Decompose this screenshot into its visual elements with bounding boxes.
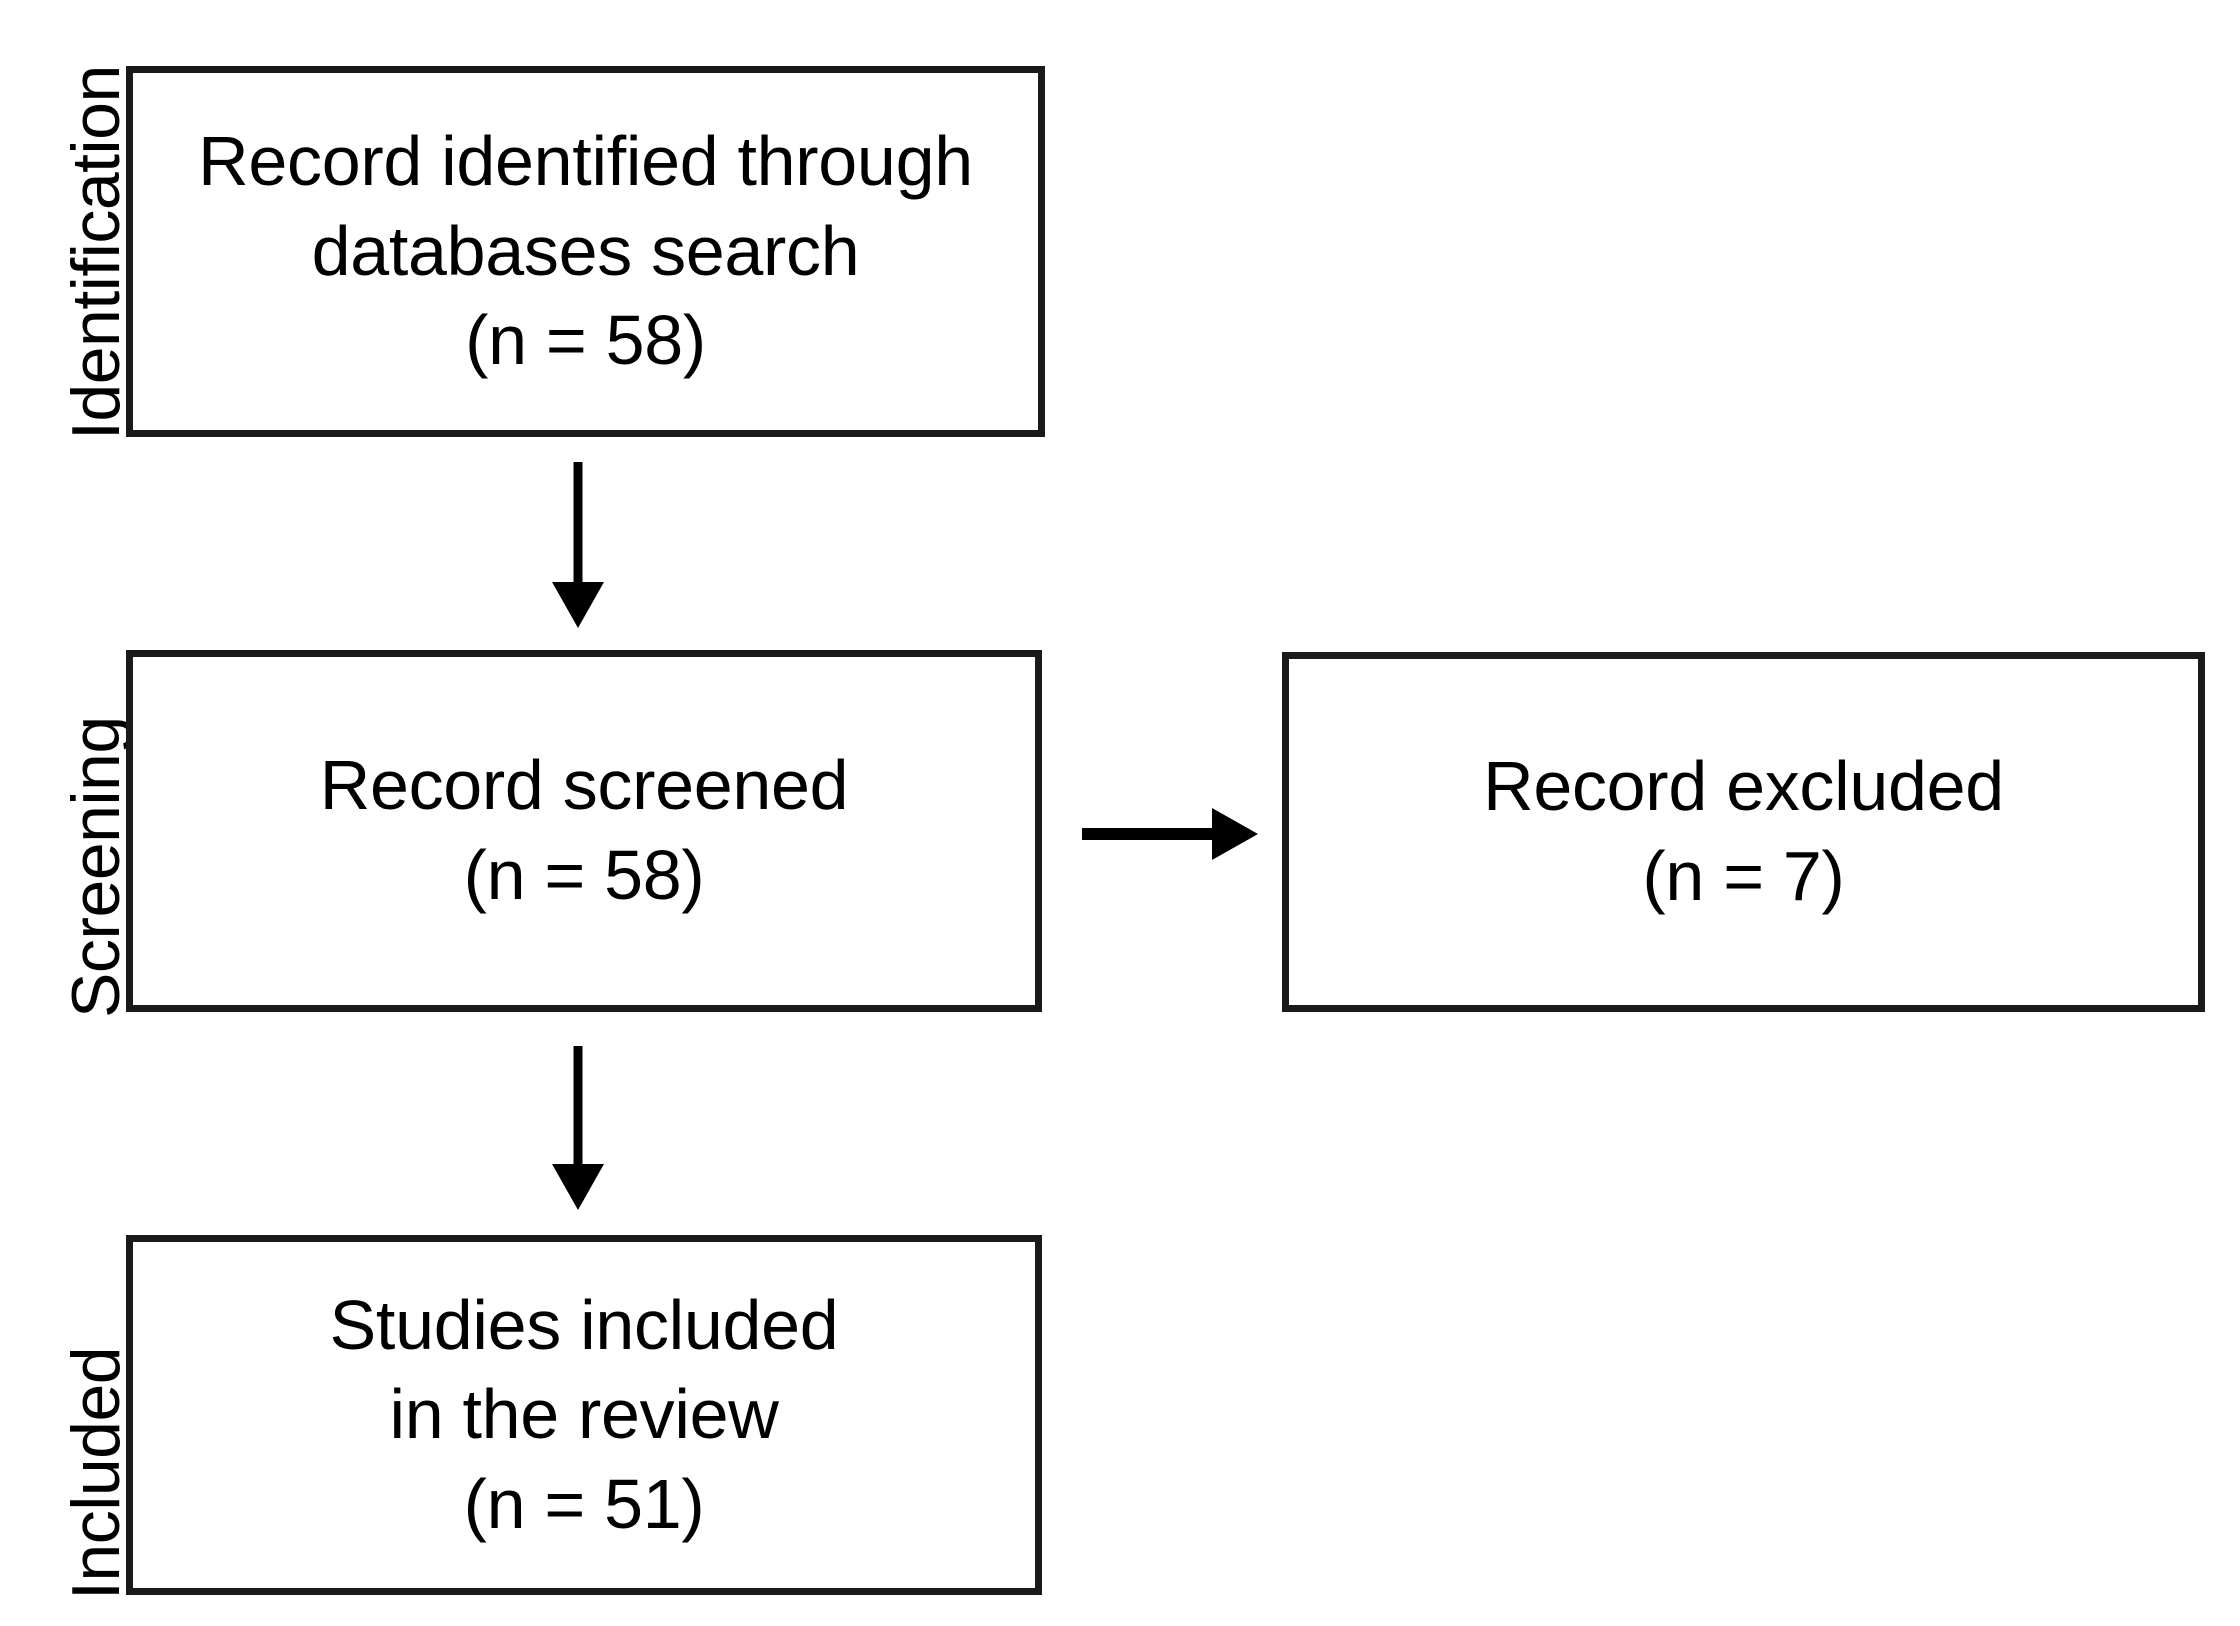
box-records-identified: Record identified through databases sear… bbox=[126, 66, 1045, 437]
box-records-excluded-line-1: Record excluded bbox=[1483, 747, 2004, 826]
arrow-head bbox=[1212, 808, 1258, 860]
box-studies-included: Studies included in the review (n = 51) bbox=[126, 1235, 1042, 1595]
arrow-screened-to-excluded bbox=[1082, 808, 1258, 860]
box-records-screened: Record screened (n = 58) bbox=[126, 650, 1042, 1012]
box-records-excluded-count: (n = 7) bbox=[1642, 837, 1845, 915]
box-studies-included-line-2: in the review bbox=[389, 1375, 779, 1454]
box-studies-included-line-1: Studies included bbox=[329, 1285, 839, 1364]
arrow-head bbox=[552, 582, 604, 628]
arrow-shaft bbox=[573, 462, 583, 588]
arrow-head bbox=[552, 1164, 604, 1210]
box-records-identified-count: (n = 58) bbox=[465, 301, 706, 380]
box-studies-included-count: (n = 51) bbox=[463, 1464, 705, 1543]
box-records-screened-count: (n = 58) bbox=[463, 836, 705, 914]
box-records-identified-line-2: databases search bbox=[311, 211, 860, 290]
stage-label-identification: Identification bbox=[58, 65, 134, 440]
stage-label-screening: Screening bbox=[58, 716, 134, 1018]
box-records-identified-line-1: Record identified through bbox=[198, 122, 973, 201]
box-records-excluded: Record excluded (n = 7) bbox=[1282, 652, 2205, 1012]
arrow-screened-to-included bbox=[552, 1046, 604, 1210]
box-records-screened-line-1: Record screened bbox=[319, 746, 849, 825]
arrow-shaft bbox=[573, 1046, 583, 1170]
arrow-identified-to-screened bbox=[552, 462, 604, 628]
arrow-shaft bbox=[1082, 828, 1218, 840]
stage-label-included: Included bbox=[58, 1346, 134, 1600]
